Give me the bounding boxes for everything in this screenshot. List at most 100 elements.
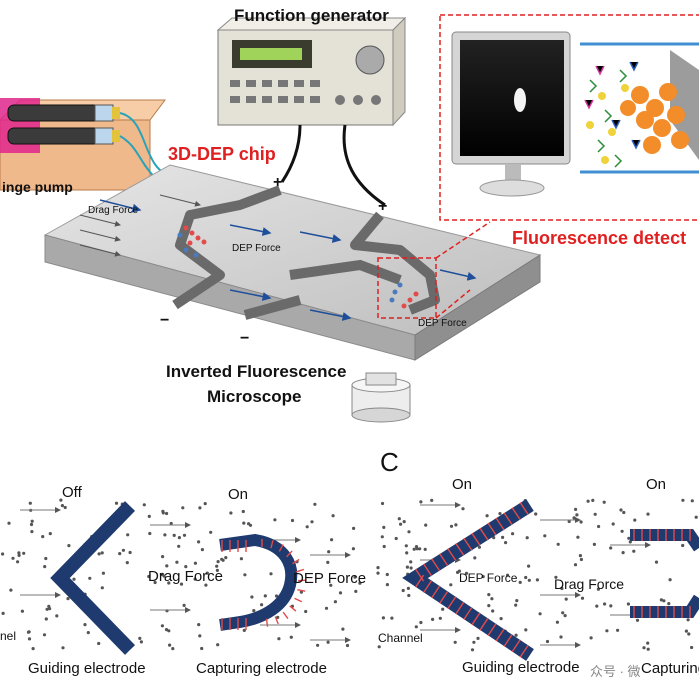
particle: [538, 612, 542, 616]
particle: [593, 512, 597, 516]
particle: [101, 571, 105, 575]
dep-force-label-b: DEP Force: [418, 318, 467, 329]
cable-right: [342, 124, 386, 207]
particle: [168, 643, 172, 647]
particle: [171, 647, 175, 651]
particle: [449, 583, 453, 587]
particle: [376, 571, 380, 575]
particle: [197, 623, 201, 627]
particle: [204, 583, 208, 587]
particle: [654, 560, 659, 564]
chip-label: 3D-DEP chip: [168, 144, 276, 164]
particle: [694, 515, 698, 519]
particle: [690, 645, 694, 650]
particle: [30, 519, 34, 523]
particle: [330, 538, 334, 542]
particle: [377, 645, 381, 649]
particle: [177, 544, 181, 548]
zoom-line-top: [435, 221, 491, 259]
particle: [487, 604, 491, 608]
field-line: [296, 568, 305, 573]
particle: [121, 548, 125, 552]
dep-force-label-a: DEP Force: [232, 243, 281, 254]
particle: [589, 636, 593, 640]
particle: [559, 635, 563, 639]
particle: [220, 557, 224, 561]
particle: [161, 555, 165, 559]
particle: [9, 588, 13, 592]
particle: [456, 570, 460, 575]
particle: [273, 518, 277, 522]
field-line: [292, 558, 300, 565]
particle: [668, 578, 672, 582]
field-line: [415, 574, 425, 588]
particle: [438, 616, 442, 620]
particle: [646, 512, 650, 516]
particle: [609, 604, 613, 608]
particle: [423, 547, 427, 552]
minus-sign-a: −: [160, 312, 170, 329]
particle: [326, 640, 330, 644]
particle: [345, 643, 350, 648]
particle: [626, 602, 631, 606]
particle: [252, 609, 256, 613]
particle: [572, 516, 576, 520]
particle: [627, 536, 631, 540]
particle: [200, 548, 204, 552]
particle: [498, 511, 502, 516]
capturing-electrode-b: [219, 533, 306, 631]
field-line: [270, 540, 274, 549]
particle: [381, 616, 385, 620]
panel-c-on-b: On: [646, 476, 667, 493]
particle: [7, 521, 11, 525]
particle: [86, 631, 90, 635]
particle: [382, 544, 386, 549]
particle: [26, 630, 31, 634]
particle: [42, 633, 47, 637]
fluorescence-panel: [439, 14, 699, 221]
particle: [409, 566, 413, 570]
particle: [477, 545, 481, 549]
particle: [305, 525, 309, 529]
field-line: [471, 532, 481, 546]
particle: [45, 607, 49, 611]
field-line: [415, 568, 425, 582]
particle: [621, 551, 625, 555]
field-line: [297, 579, 306, 582]
particle: [248, 523, 253, 527]
field-line: [265, 618, 269, 627]
panel-c-on-a: On: [452, 476, 473, 493]
particle: [27, 637, 32, 641]
particle: [66, 597, 70, 601]
particle: [61, 646, 65, 650]
particle: [197, 540, 201, 544]
particle: [138, 636, 142, 641]
particle: [473, 556, 477, 560]
particle: [596, 587, 601, 591]
particle: [163, 533, 167, 537]
particle: [165, 564, 169, 568]
particle: [341, 627, 345, 631]
particle: [524, 628, 528, 632]
particle: [224, 556, 228, 560]
particle: [139, 640, 143, 644]
particle: [525, 536, 529, 540]
plus-sign-b: +: [378, 198, 388, 215]
panel-c-guiding-electrode: Guiding electrode: [462, 659, 580, 676]
particle: [501, 535, 505, 540]
field-line: [431, 558, 441, 572]
particle: [472, 640, 476, 644]
particle: [358, 581, 362, 585]
particle: [385, 583, 389, 587]
particle: [63, 505, 67, 510]
syringe-pump: [0, 98, 181, 191]
field-line: [431, 585, 441, 599]
particle: [518, 580, 522, 585]
panel-c-letter: C: [380, 447, 399, 477]
particle: [209, 530, 213, 534]
guiding-electrode-c: [402, 499, 534, 661]
particle: [310, 520, 314, 524]
particle: [534, 512, 538, 516]
particle: [260, 603, 264, 607]
particle: [567, 519, 571, 524]
